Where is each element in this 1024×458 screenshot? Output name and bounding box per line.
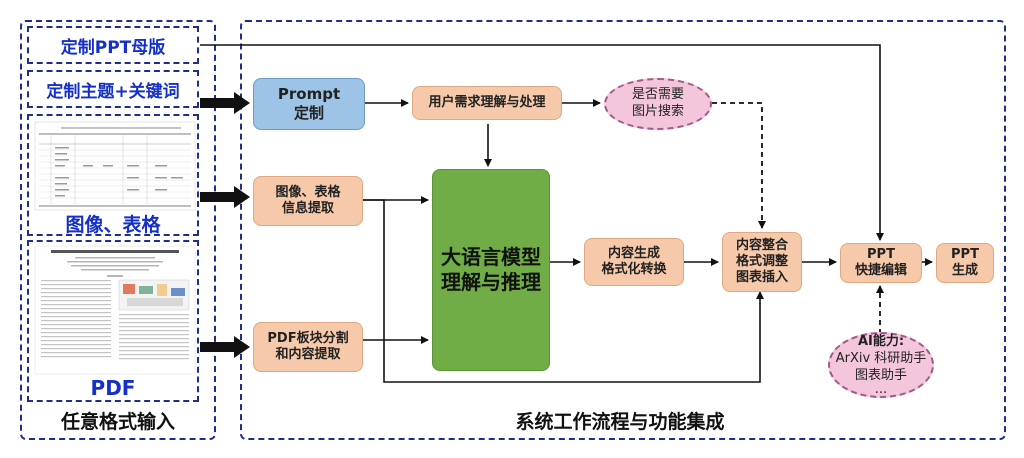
input-section-label: 任意格式输入	[60, 411, 175, 433]
image-search-decision: 是否需要 图片搜索	[604, 78, 712, 130]
ppt-gen-node: PPT 生成	[936, 243, 994, 283]
pdf-document-thumbnail	[34, 245, 196, 375]
template-input-label: 定制PPT母版	[60, 37, 166, 58]
topic-input-label: 定制主题+关键词	[46, 81, 180, 102]
workflow-section-label: 系统工作流程与功能集成	[515, 411, 725, 433]
pdf-input-label: PDF	[90, 376, 136, 400]
ai-capability-line4: ...	[874, 382, 888, 398]
ppt-edit-line2: 快捷编辑	[854, 263, 907, 278]
prompt-node-line1: Prompt	[277, 85, 341, 104]
content-merge-node: 内容整合 格式调整 图表插入	[722, 232, 802, 292]
topic-input-arrow	[200, 92, 250, 114]
template-to-ppt-edit-arrow	[200, 44, 884, 241]
image-extract-bypass-line	[363, 199, 764, 383]
pdf-split-line2: 和内容提取	[275, 347, 341, 362]
ai-capability-line1: AI能力:	[857, 334, 905, 350]
content-gen-line2: 格式化转换	[601, 262, 667, 277]
prompt-node-line2: 定制	[293, 104, 324, 122]
ppt-edit-line1: PPT	[867, 246, 895, 262]
search-to-merge-dashed-arrow	[712, 102, 766, 229]
pdf-input-box: PDF	[27, 240, 199, 402]
input-panel	[20, 20, 216, 440]
ppt-gen-line1: PPT	[951, 246, 979, 262]
content-merge-line2: 格式调整	[735, 253, 788, 269]
prompt-node: Prompt 定制	[253, 78, 365, 130]
ppt-gen-line2: 生成	[951, 263, 978, 278]
image-search-line2: 图片搜索	[631, 104, 684, 119]
image-extract-line1: 图像、表格	[275, 184, 341, 200]
pdf-split-line1: PDF板块分割	[267, 330, 349, 346]
user-need-node: 用户需求理解与处理	[412, 86, 562, 120]
ai-capability-line2: ArXiv 科研助手	[835, 351, 927, 367]
llm-line1: 大语言模型	[441, 245, 541, 269]
llm-line2: 理解与推理	[441, 270, 541, 294]
ai-capability-line3: 图表助手	[854, 368, 907, 384]
content-merge-line1: 内容整合	[735, 237, 788, 253]
llm-node: 大语言模型 理解与推理	[432, 169, 550, 371]
content-gen-line1: 内容生成	[607, 245, 660, 261]
table-document-thumbnail	[34, 121, 196, 211]
image-extract-line2: 信息提取	[281, 201, 334, 216]
image-input-arrow	[200, 186, 250, 208]
topic-input-box: 定制主题+关键词	[27, 70, 199, 108]
image-table-input-box: 图像、表格	[27, 114, 199, 236]
image-extract-node: 图像、表格 信息提取	[253, 176, 363, 226]
content-gen-node: 内容生成 格式化转换	[584, 238, 684, 286]
pdf-split-node: PDF板块分割 和内容提取	[253, 322, 363, 372]
image-table-input-label: 图像、表格	[65, 214, 161, 236]
ai-capability-ellipse: AI能力: ArXiv 科研助手 图表助手 ...	[828, 332, 934, 398]
workflow-panel	[240, 20, 1006, 440]
image-search-line1: 是否需要	[631, 87, 684, 103]
input-arrows	[200, 92, 250, 358]
content-merge-line3: 图表插入	[735, 270, 788, 286]
user-need-label: 用户需求理解与处理	[428, 94, 546, 110]
ppt-edit-node: PPT 快捷编辑	[840, 243, 922, 283]
pdf-input-arrow	[200, 336, 250, 358]
template-input-box: 定制PPT母版	[27, 26, 199, 64]
